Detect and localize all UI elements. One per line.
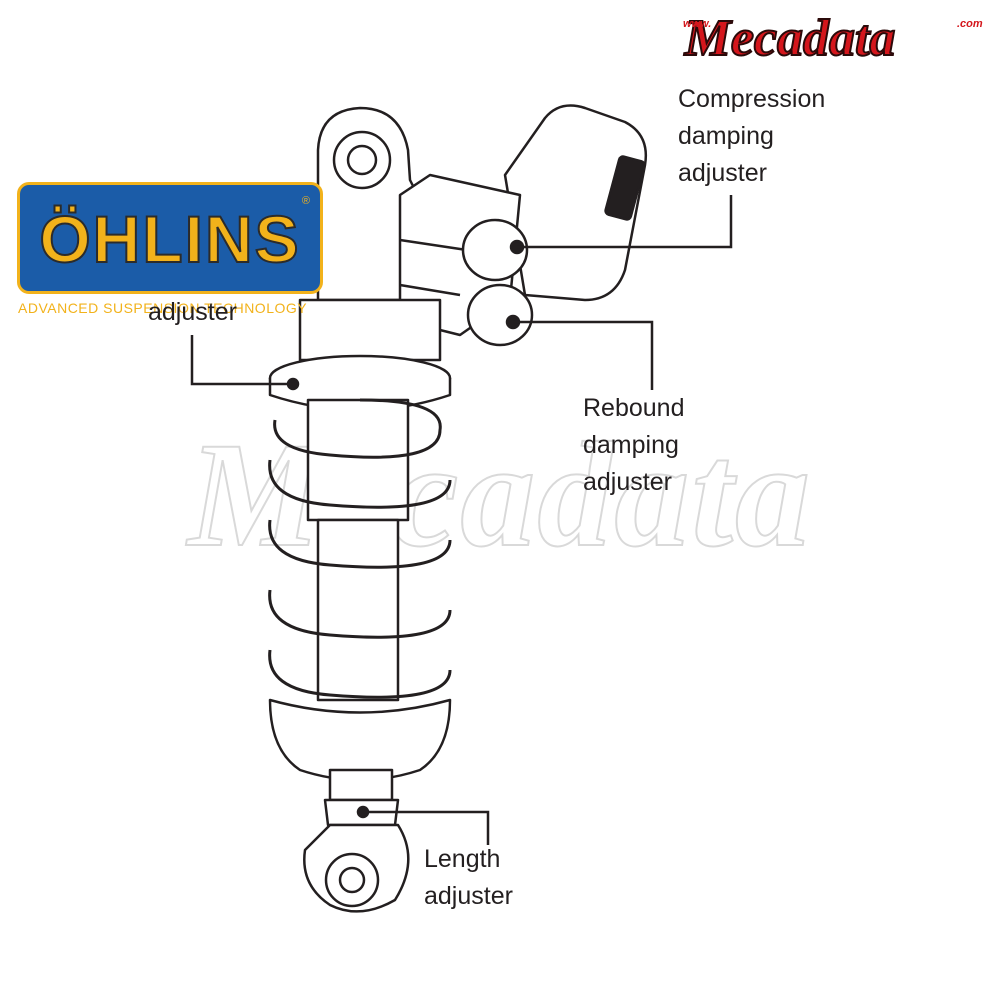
shock-absorber bbox=[268, 104, 648, 913]
ohlins-logo-text: ÖHLINS bbox=[38, 201, 301, 277]
label-line: adjuster bbox=[583, 468, 672, 496]
compression-knob bbox=[461, 218, 529, 282]
bottom-mount bbox=[303, 823, 410, 913]
label-line: adjuster bbox=[678, 159, 767, 187]
label-line: Compression bbox=[678, 85, 826, 113]
label-line: damping bbox=[583, 431, 679, 459]
label-line: adjuster bbox=[424, 882, 513, 910]
mecadata-com-text: .com bbox=[957, 18, 983, 30]
ohlins-tagline: ADVANCED SUSPENSION TECHNOLOGY bbox=[18, 300, 308, 316]
label-line: Rebound bbox=[583, 394, 685, 422]
compression-damping-adjuster-label: Compression damping adjuster bbox=[678, 81, 825, 192]
preload-adjuster-label: adjuster bbox=[148, 294, 237, 331]
spring bbox=[268, 398, 452, 699]
leader-length bbox=[363, 810, 490, 845]
length-adjuster-label: Length adjuster bbox=[424, 841, 513, 915]
leader-rebound bbox=[513, 320, 654, 390]
reservoir bbox=[503, 104, 648, 302]
leader-compression bbox=[517, 195, 733, 249]
leader-preload bbox=[190, 335, 293, 386]
leader-lines bbox=[190, 195, 733, 845]
label-line: damping bbox=[678, 122, 774, 150]
registered-mark: ® bbox=[301, 195, 310, 207]
rebound-knob bbox=[466, 283, 534, 347]
label-line: Length bbox=[424, 845, 501, 873]
mecadata-www-text: www. bbox=[683, 18, 711, 30]
mecadata-logo-text: Mecadata bbox=[684, 10, 896, 67]
rebound-damping-adjuster-label: Rebound damping adjuster bbox=[583, 390, 684, 501]
lower-spring-seat bbox=[268, 698, 452, 782]
mecadata-logo: Mecadata www. .com bbox=[588, 9, 993, 68]
ohlins-logo: ÖHLINS ® bbox=[17, 182, 323, 294]
label-line: adjuster bbox=[148, 298, 237, 326]
top-mount bbox=[316, 106, 422, 302]
length-adjuster-body bbox=[323, 768, 400, 827]
damper-body bbox=[268, 298, 452, 702]
